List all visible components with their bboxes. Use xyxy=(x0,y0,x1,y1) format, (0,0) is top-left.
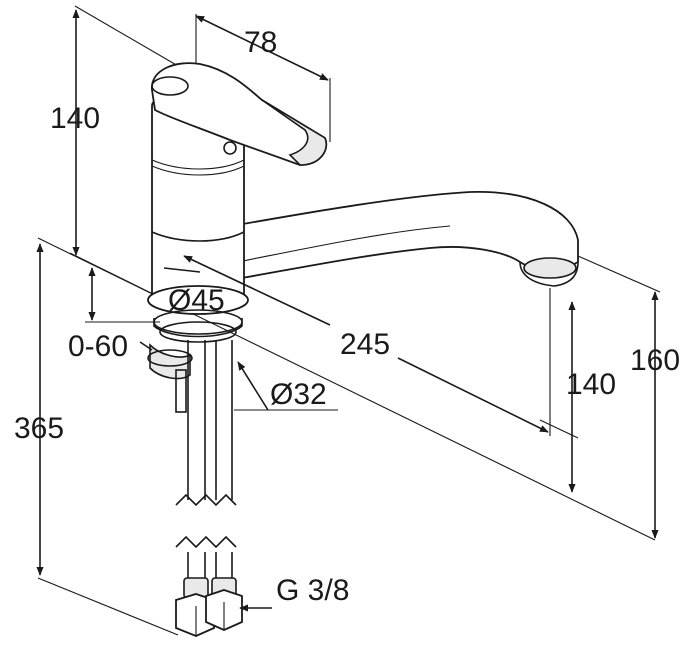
supply-hoses xyxy=(175,340,237,580)
label-total-height: 160 xyxy=(630,344,680,377)
spout-aerator xyxy=(523,257,577,279)
label-connection-thread: G 3/8 xyxy=(276,574,349,607)
dim-spout-reach-a xyxy=(183,255,331,326)
hose-fittings xyxy=(175,577,243,637)
base-ring xyxy=(147,285,249,315)
faucet-body xyxy=(147,62,579,637)
dimension-labels: 78 140 Ø45 0-60 Ø32 245 140 160 365 G 3/… xyxy=(14,26,680,607)
label-base-diameter: Ø45 xyxy=(168,284,225,317)
label-hose-length: 365 xyxy=(14,412,64,445)
label-handle-height: 140 xyxy=(50,102,100,135)
extension-lines xyxy=(37,5,661,636)
dim-handle-width xyxy=(195,15,329,81)
label-hole-diameter: Ø32 xyxy=(270,378,327,411)
dim-base-leader xyxy=(163,267,201,273)
label-spout-reach: 245 xyxy=(340,328,390,361)
dim-spout-reach-b xyxy=(397,357,549,433)
label-handle-width: 78 xyxy=(244,26,277,59)
dim-deck-leader xyxy=(139,341,153,351)
dimension-lines xyxy=(36,9,659,612)
dim-hole-leader xyxy=(237,361,269,411)
label-deck-thickness: 0-60 xyxy=(68,330,128,363)
label-outlet-height: 140 xyxy=(566,368,616,401)
